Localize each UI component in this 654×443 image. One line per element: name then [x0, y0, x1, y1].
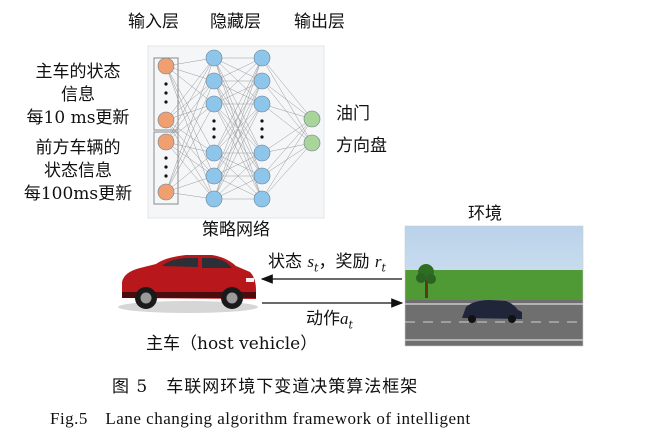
network-edge	[165, 103, 215, 121]
hidden-node	[205, 72, 223, 90]
hidden-node	[253, 72, 271, 90]
ellipsis-dot	[164, 165, 168, 169]
network-edge	[165, 103, 215, 193]
action-label: 动作at	[306, 309, 353, 332]
hidden-layer-label: 隐藏层	[210, 12, 261, 32]
input-layer-label: 输入层	[128, 12, 179, 32]
figure-caption-en: Fig.5 Lane changing algorithm framework …	[50, 409, 471, 428]
network-edge	[261, 103, 313, 120]
host-state-line-1: 主车的状态	[35, 62, 121, 82]
ellipsis-dot	[260, 119, 264, 123]
network-edge	[213, 152, 263, 177]
input-node	[157, 57, 175, 75]
ellipsis-dot	[212, 127, 216, 131]
network-edge	[261, 142, 313, 154]
network-edge	[213, 152, 263, 200]
network-edge	[165, 65, 215, 177]
hidden-node	[205, 190, 223, 208]
output-steering-label: 方向盘	[336, 136, 387, 156]
ellipsis-dot	[164, 100, 168, 104]
network-edge	[165, 141, 215, 200]
ellipsis-dot	[260, 127, 264, 131]
ellipsis-dot	[164, 82, 168, 86]
network-edge	[165, 65, 215, 154]
input-node	[157, 111, 175, 129]
ellipsis-dot	[164, 156, 168, 160]
hidden-node	[253, 49, 271, 67]
network-edge	[261, 118, 313, 154]
output-throttle-label: 油门	[336, 104, 370, 124]
network-edge	[261, 118, 313, 200]
network-edge	[261, 80, 313, 120]
network-edge	[261, 142, 313, 177]
network-edge	[165, 57, 215, 121]
hidden-node	[205, 95, 223, 113]
front-vehicle-icon	[462, 300, 522, 323]
network-edge	[213, 57, 263, 105]
hidden-node	[253, 167, 271, 185]
network-edge	[165, 175, 215, 193]
network-edge	[261, 103, 313, 144]
figure-caption-cn: 图 5 车联网环境下变道决策算法框架	[112, 377, 419, 397]
environment-label: 环境	[468, 204, 502, 224]
network-edge	[165, 103, 215, 143]
network-edge	[261, 142, 313, 200]
ellipsis-dot	[212, 135, 216, 139]
output-layer-label: 输出层	[294, 12, 345, 32]
hidden-node	[205, 167, 223, 185]
front-state-line-3: 每100ms更新	[23, 184, 133, 204]
hidden-node	[253, 144, 271, 162]
host-state-line-3: 每10 ms更新	[26, 108, 130, 128]
ellipsis-dot	[164, 91, 168, 95]
network-edge	[165, 65, 215, 105]
network-edge	[213, 80, 263, 200]
input-node	[157, 133, 175, 151]
network-edge	[165, 119, 215, 200]
input-group-front	[153, 131, 179, 205]
host-vehicle-label: 主车（host vehicle）	[146, 334, 318, 354]
network-edge	[213, 175, 263, 200]
tree-icon	[416, 264, 436, 298]
policy-network-label: 策略网络	[202, 220, 270, 240]
hidden-node	[205, 144, 223, 162]
ellipsis-dot	[164, 174, 168, 178]
network-edge	[165, 80, 215, 143]
host-state-line-2: 信息	[61, 85, 95, 105]
state-reward-label: 状态 st，奖励 rt	[268, 252, 386, 275]
network-edge	[165, 65, 215, 82]
network-edge	[165, 57, 215, 143]
network-edge	[165, 80, 215, 193]
front-state-line-1: 前方车辆的	[35, 138, 121, 158]
network-edge	[261, 118, 313, 177]
network-edge	[213, 80, 263, 105]
network-edge	[213, 103, 263, 200]
network-edge	[261, 57, 313, 120]
network-edge	[165, 141, 215, 177]
network-edge	[165, 152, 215, 193]
ellipsis-dot	[260, 135, 264, 139]
input-node	[157, 183, 175, 201]
network-edge	[213, 57, 263, 82]
ellipsis-dot	[212, 119, 216, 123]
hidden-node	[205, 49, 223, 67]
output-node	[303, 134, 321, 152]
front-state-line-2: 状态信息	[44, 161, 112, 181]
hidden-node	[253, 190, 271, 208]
output-node	[303, 110, 321, 128]
network-edge	[213, 57, 263, 154]
network-edge	[213, 57, 263, 177]
hidden-node	[253, 95, 271, 113]
